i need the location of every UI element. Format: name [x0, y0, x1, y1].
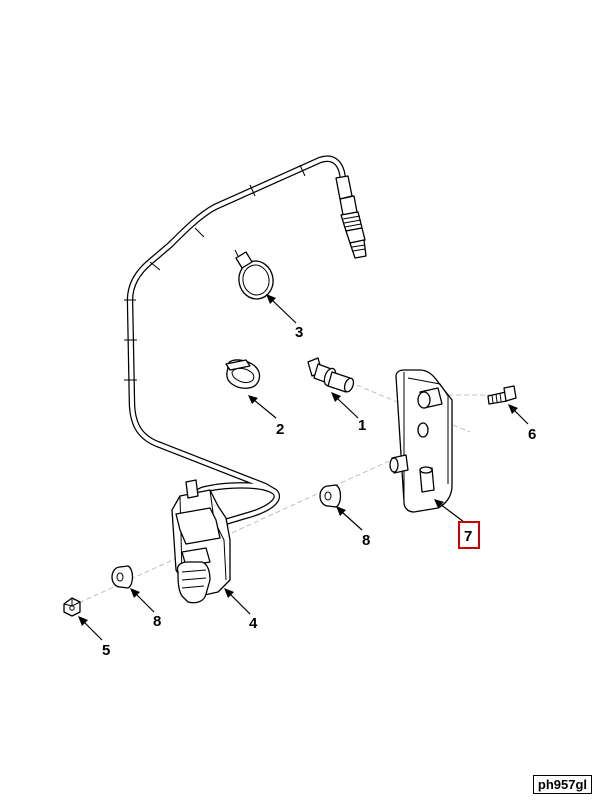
callout-labels: 3 2 1 6 8 8 4 5 7 — [102, 324, 536, 659]
mounting-bracket-part-7 — [389, 369, 453, 513]
sensor-harness-tube — [124, 155, 347, 527]
hose-clamp-part-3 — [234, 249, 274, 300]
leader-arrows — [78, 294, 529, 641]
sensor-module-part-4 — [171, 479, 231, 604]
callout-6: 6 — [528, 426, 536, 443]
callout-1: 1 — [358, 417, 366, 434]
bolt-part-6 — [487, 385, 517, 405]
callout-2: 2 — [276, 421, 284, 438]
fitting-part-1 — [307, 357, 355, 393]
grommet-part-8-lower — [111, 565, 134, 589]
callout-8-lower: 8 — [153, 613, 161, 630]
callout-8-upper: 8 — [362, 532, 370, 549]
figure-id-label: ph957gl — [532, 775, 592, 794]
grommet-part-8-upper — [319, 484, 342, 508]
oxygen-sensor-probe — [335, 175, 367, 259]
callout-7-highlight-box — [458, 521, 480, 549]
callout-5: 5 — [102, 642, 110, 659]
callout-3: 3 — [295, 324, 303, 341]
nut-part-5 — [63, 597, 81, 617]
callout-7: 7 — [464, 528, 472, 545]
small-clamp-part-2 — [225, 359, 261, 389]
callout-4: 4 — [249, 615, 258, 632]
